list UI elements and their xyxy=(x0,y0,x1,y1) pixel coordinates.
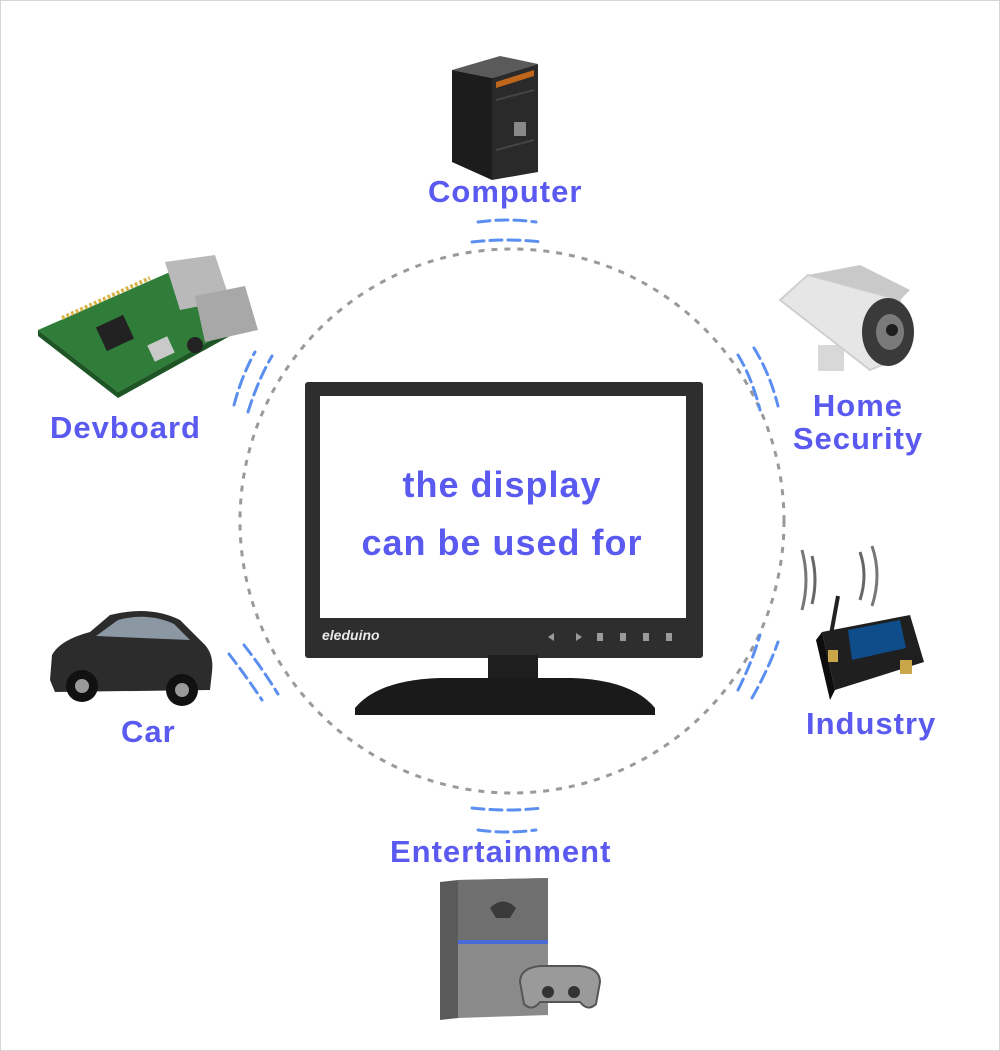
car-icon xyxy=(50,611,213,706)
use-label-entertainment: Entertainment xyxy=(390,834,612,869)
orbit-ring xyxy=(238,247,786,795)
game-console-icon xyxy=(440,878,602,1020)
monitor-text-line-2: can be used for xyxy=(361,522,643,563)
security-camera-icon xyxy=(778,265,914,372)
wave-bottom-2 xyxy=(476,828,538,834)
wave-devboard-2 xyxy=(246,354,274,414)
use-label-computer: Computer xyxy=(428,174,583,209)
monitor-icon xyxy=(305,382,703,715)
use-label-home-security-line1: Home xyxy=(812,388,904,423)
use-label-car: Car xyxy=(121,714,176,749)
wave-top-2 xyxy=(470,238,544,244)
use-label-home-security: Home Security xyxy=(788,388,928,456)
wave-security-2 xyxy=(752,346,780,408)
wave-industry-2 xyxy=(750,640,780,700)
wave-car-1 xyxy=(227,652,264,702)
use-label-devboard: Devboard xyxy=(50,410,201,445)
industrial-device-icon xyxy=(800,545,924,700)
devboard-icon xyxy=(38,255,258,398)
monitor-stand xyxy=(355,678,655,715)
computer-tower-icon xyxy=(452,56,538,180)
monitor-text-line-1: the display xyxy=(402,464,602,505)
wave-bottom-1 xyxy=(470,806,544,812)
monitor-buttons xyxy=(548,633,672,641)
monitor-screen xyxy=(320,396,686,618)
signal-waves xyxy=(227,218,780,834)
use-label-industry: Industry xyxy=(806,706,937,741)
wave-car-2 xyxy=(242,643,280,696)
monitor-brand-logo: eleduino xyxy=(322,627,380,643)
use-label-home-security-line2: Security xyxy=(792,420,924,456)
wave-top-1 xyxy=(476,218,538,224)
wave-industry-1 xyxy=(736,633,762,692)
wave-devboard-1 xyxy=(232,350,257,407)
wave-security-1 xyxy=(736,353,762,412)
